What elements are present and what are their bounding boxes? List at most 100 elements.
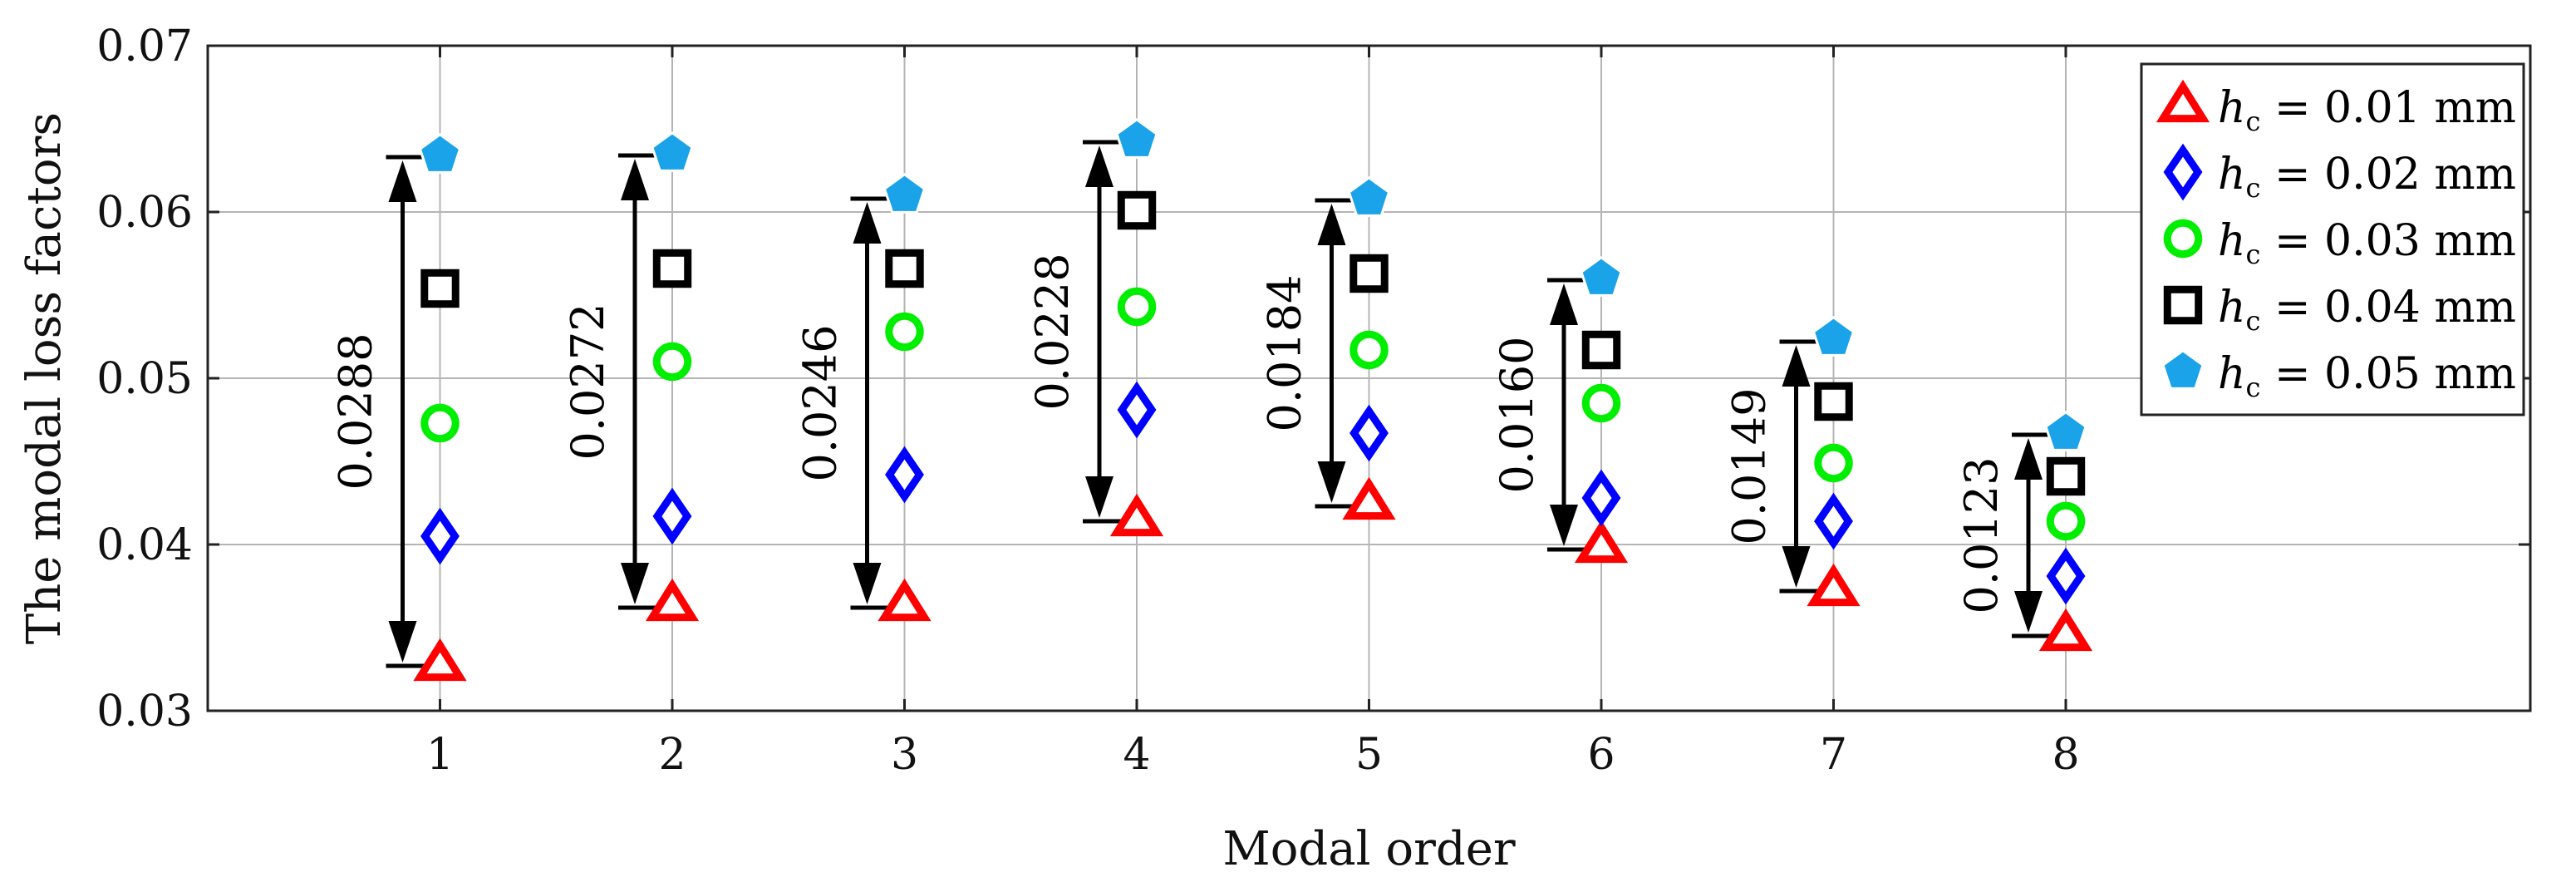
x-axis-label: Modal order bbox=[1222, 822, 1515, 876]
annotation-arrowhead-down bbox=[1317, 461, 1346, 503]
annotation-arrowhead-down bbox=[853, 563, 882, 604]
legend-entry: hc = 0.04 mm bbox=[2163, 283, 2516, 337]
data-point bbox=[1117, 287, 1157, 327]
data-point bbox=[418, 132, 462, 174]
data-point bbox=[420, 403, 460, 443]
legend-label-rest: = 0.03 mm bbox=[2260, 216, 2516, 266]
series-2 bbox=[420, 381, 2086, 605]
x-tick-label: 1 bbox=[426, 730, 454, 780]
series-5 bbox=[418, 117, 2087, 451]
legend-label-var: h bbox=[2218, 150, 2246, 200]
range-annotation: 0.0272 bbox=[562, 153, 672, 610]
legend-label: hc = 0.03 mm bbox=[2218, 216, 2516, 270]
series-4 bbox=[420, 190, 2086, 496]
annotation-arrowhead-up bbox=[1317, 204, 1346, 245]
legend-label: hc = 0.02 mm bbox=[2218, 150, 2516, 204]
data-point bbox=[1117, 190, 1157, 230]
y-tick-label: 0.03 bbox=[96, 687, 193, 737]
data-point bbox=[1814, 492, 1853, 550]
data-point bbox=[1814, 382, 1853, 421]
annotation-arrowhead-down bbox=[621, 563, 649, 604]
legend-label-sub: c bbox=[2246, 172, 2261, 204]
annotation-label: 0.0160 bbox=[1491, 337, 1543, 494]
x-tick-label: 3 bbox=[891, 730, 918, 780]
data-point bbox=[2044, 410, 2087, 451]
annotation-arrowhead-up bbox=[1782, 345, 1811, 387]
data-point bbox=[1349, 254, 1389, 293]
data-point bbox=[885, 446, 924, 504]
annotation-arrowhead-down bbox=[2014, 591, 2043, 633]
annotation-arrowhead-down bbox=[1782, 546, 1811, 588]
x-tick-label: 6 bbox=[1587, 730, 1615, 780]
annotation-label: 0.0228 bbox=[1026, 254, 1079, 411]
annotation-label: 0.0288 bbox=[330, 333, 382, 490]
legend-marker bbox=[2161, 348, 2205, 390]
legend-label-sub: c bbox=[2246, 239, 2261, 270]
annotation-label: 0.0123 bbox=[1955, 457, 2008, 614]
data-point bbox=[885, 249, 924, 288]
range-annotation: 0.0228 bbox=[1026, 140, 1137, 524]
legend-marker bbox=[2156, 79, 2210, 123]
data-point bbox=[1807, 563, 1861, 607]
data-point bbox=[1347, 175, 1391, 217]
annotation-arrowhead-down bbox=[1085, 476, 1113, 518]
legend-label-var: h bbox=[2218, 349, 2246, 399]
legend-label-sub: c bbox=[2246, 106, 2261, 137]
legend-label-var: h bbox=[2218, 216, 2246, 266]
data-point bbox=[1574, 520, 1629, 564]
legend-label-rest: = 0.04 mm bbox=[2260, 283, 2516, 333]
x-tick-label: 2 bbox=[658, 730, 686, 780]
y-axis-label: The modal loss factors bbox=[17, 112, 71, 644]
data-point bbox=[651, 131, 694, 172]
annotation-arrowhead-up bbox=[621, 159, 649, 200]
y-tick-label: 0.07 bbox=[96, 22, 193, 71]
series-3 bbox=[420, 287, 2086, 541]
data-point bbox=[1581, 330, 1621, 370]
data-point bbox=[878, 578, 932, 622]
annotation-label: 0.0246 bbox=[794, 325, 847, 482]
data-point bbox=[885, 312, 924, 352]
x-tick-label: 5 bbox=[1355, 730, 1383, 780]
data-point bbox=[1581, 383, 1621, 423]
data-point bbox=[413, 638, 467, 682]
legend-entry: hc = 0.01 mm bbox=[2156, 79, 2516, 137]
annotation-arrowhead-up bbox=[388, 160, 417, 202]
data-point bbox=[1580, 255, 1623, 297]
range-annotation: 0.0149 bbox=[1723, 339, 1834, 594]
annotation-arrowhead-up bbox=[1550, 283, 1578, 325]
y-tick-label: 0.04 bbox=[96, 520, 193, 570]
annotation-label: 0.0272 bbox=[562, 303, 614, 461]
data-point bbox=[1342, 476, 1396, 520]
y-tick-label: 0.05 bbox=[96, 354, 193, 404]
marker-layer bbox=[413, 117, 2093, 682]
x-tick-label: 4 bbox=[1123, 730, 1150, 780]
legend-label-var: h bbox=[2218, 283, 2246, 333]
legend-entry: hc = 0.03 mm bbox=[2163, 216, 2516, 270]
data-point bbox=[1349, 330, 1389, 370]
data-point bbox=[1812, 315, 1856, 357]
legend-label: hc = 0.04 mm bbox=[2218, 283, 2516, 337]
annotation-arrowhead-down bbox=[1550, 505, 1578, 546]
annotation-arrowhead-up bbox=[1085, 145, 1113, 187]
x-tick-label: 8 bbox=[2052, 730, 2079, 780]
legend-label: hc = 0.01 mm bbox=[2218, 83, 2516, 137]
y-tick-label: 0.06 bbox=[96, 188, 193, 238]
data-point bbox=[1349, 404, 1389, 462]
legend-label-rest: = 0.02 mm bbox=[2260, 150, 2516, 200]
x-tick-label: 7 bbox=[1820, 730, 1847, 780]
range-annotation: 0.0184 bbox=[1259, 198, 1369, 509]
annotation-arrowhead-down bbox=[388, 621, 417, 663]
legend-label-var: h bbox=[2218, 83, 2246, 133]
data-point bbox=[652, 249, 692, 288]
data-point bbox=[2046, 547, 2086, 605]
legend-entry: hc = 0.02 mm bbox=[2163, 143, 2516, 204]
series-1 bbox=[413, 476, 2093, 682]
data-point bbox=[2046, 456, 2086, 496]
data-point bbox=[1115, 117, 1158, 159]
data-point bbox=[420, 269, 460, 308]
annotation-arrowhead-up bbox=[2014, 438, 2043, 480]
data-point bbox=[882, 172, 927, 214]
data-point bbox=[652, 342, 692, 382]
